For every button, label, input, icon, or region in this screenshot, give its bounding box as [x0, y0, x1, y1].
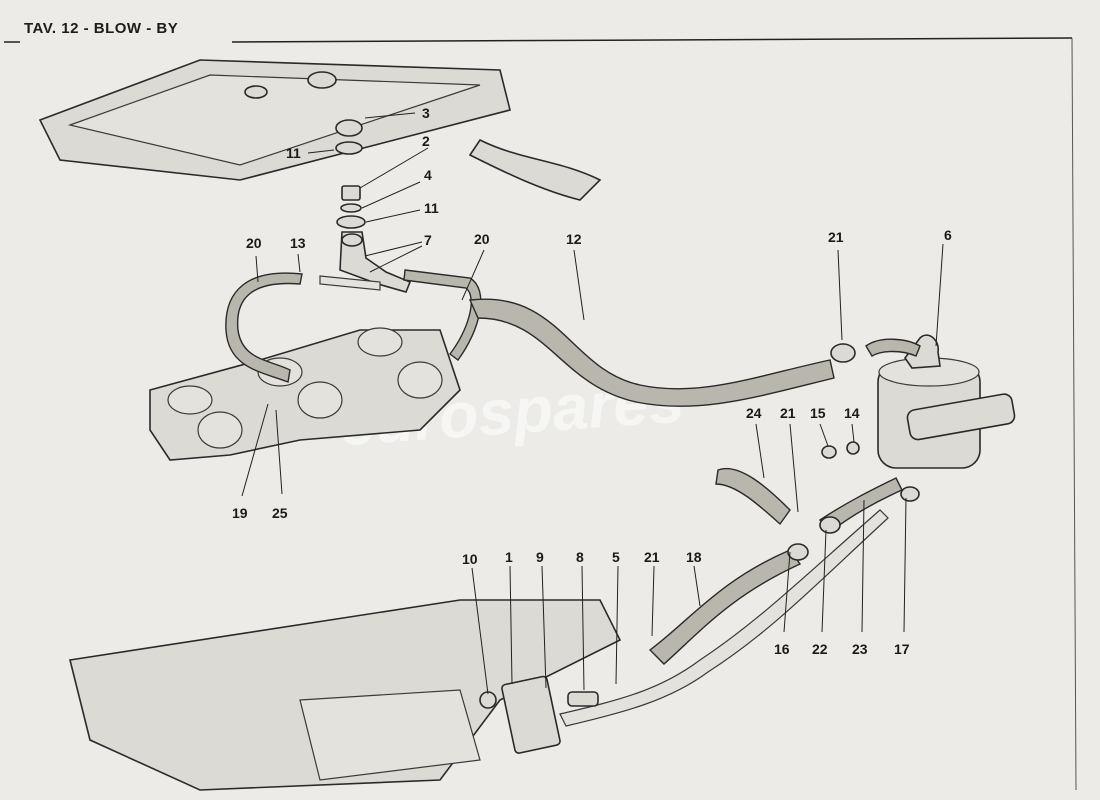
- callout-21c: 21: [644, 549, 660, 565]
- intake-manifold: [149, 327, 461, 461]
- hose-20-left: [225, 272, 303, 383]
- page-title: TAV. 12 - BLOW - BY: [24, 20, 179, 37]
- breather-fitting-stack: [319, 185, 412, 293]
- callout-4: 4: [424, 167, 432, 183]
- callout-12: 12: [566, 231, 582, 247]
- oil-separator-canister: [821, 334, 1016, 469]
- header-rule: [231, 37, 1073, 43]
- cam-cover: [38, 59, 602, 201]
- callout-25: 25: [272, 505, 288, 521]
- hose-12: [468, 298, 835, 407]
- callout-15: 15: [810, 405, 826, 421]
- callout-6: 6: [944, 227, 952, 243]
- frame-right: [1071, 37, 1077, 791]
- callout-21a: 21: [828, 229, 844, 245]
- callout-3: 3: [422, 105, 430, 121]
- clamp-21-mid: [819, 516, 841, 534]
- hose-24: [715, 467, 791, 526]
- hose-18: [648, 549, 802, 665]
- callout-18: 18: [686, 549, 702, 565]
- return-pipe: [559, 509, 889, 727]
- callout-17: 17: [894, 641, 910, 657]
- oil-sump: [69, 599, 622, 791]
- callout-14: 14: [844, 405, 860, 421]
- callout-2: 2: [422, 133, 430, 149]
- callout-20a: 20: [246, 235, 262, 251]
- callout-16: 16: [774, 641, 790, 657]
- callout-10: 10: [462, 551, 478, 567]
- callout-11a: 11: [286, 145, 301, 161]
- callout-23: 23: [852, 641, 868, 657]
- leader-lines: [241, 112, 944, 695]
- callout-24: 24: [746, 405, 762, 421]
- callout-8: 8: [576, 549, 584, 565]
- callout-11b: 11: [424, 200, 439, 216]
- clamp-17: [900, 486, 920, 502]
- clamp-21-lower: [787, 543, 809, 561]
- callout-5: 5: [612, 549, 620, 565]
- callout-21b: 21: [780, 405, 796, 421]
- callout-13: 13: [290, 235, 306, 251]
- callout-1: 1: [505, 549, 513, 565]
- callout-7: 7: [424, 232, 432, 248]
- callout-22: 22: [812, 641, 828, 657]
- callout-19: 19: [232, 505, 248, 521]
- hose-20-right: [403, 269, 482, 361]
- callouts: 3 2 11 4 11 7 20 13 20 12 21 6 24 21 15 …: [232, 105, 952, 657]
- callout-9: 9: [536, 549, 544, 565]
- callout-20b: 20: [474, 231, 490, 247]
